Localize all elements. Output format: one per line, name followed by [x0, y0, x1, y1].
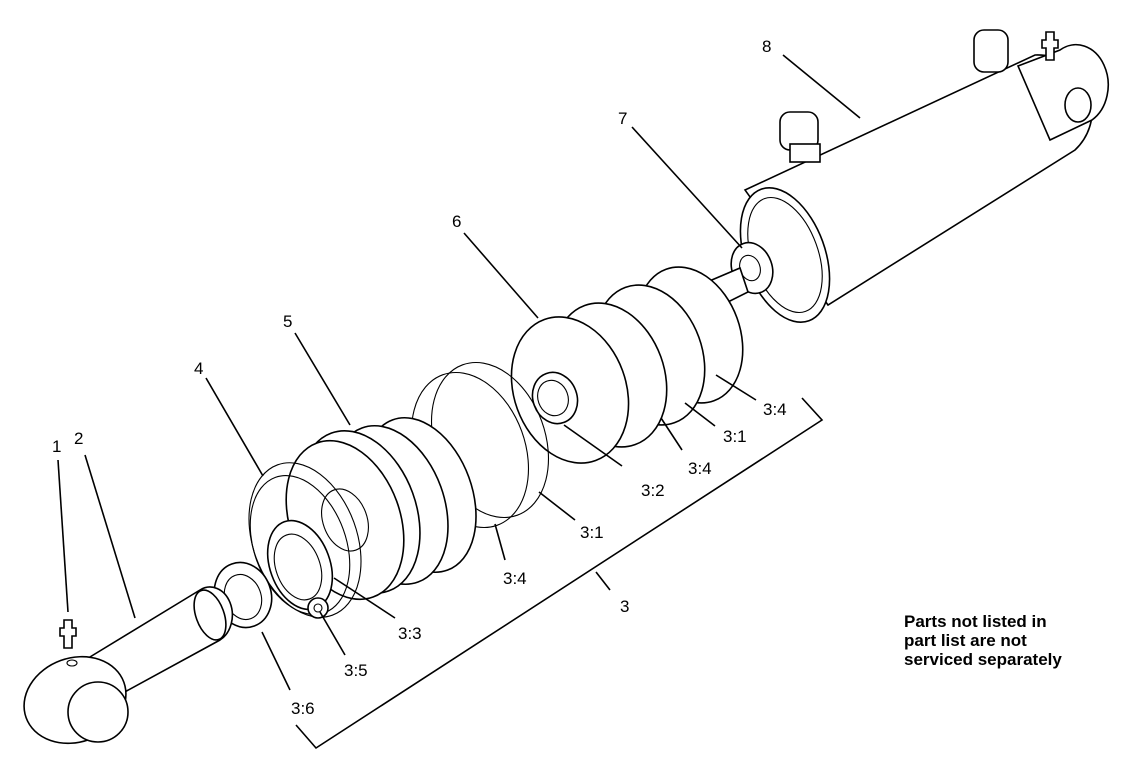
cylinder-barrel	[739, 29, 1110, 323]
callout-2: 2	[74, 429, 83, 448]
callout-labels: 1 2 4 5 6 7 8 3:4 3:1 3:4 3:2 3:1 3:4 3 …	[52, 37, 787, 718]
callout-3-4-top: 3:4	[763, 400, 787, 419]
callout-3-5: 3:5	[344, 661, 368, 680]
callout-3: 3	[620, 597, 629, 616]
leader-lines	[57, 54, 861, 750]
callout-3-3: 3:3	[398, 624, 422, 643]
service-note-line-3: serviced separately	[904, 650, 1062, 669]
service-note-line-1: Parts not listed in	[904, 612, 1047, 631]
piston-rod	[23, 586, 234, 745]
callout-1: 1	[52, 437, 61, 456]
retaining-ring	[248, 462, 362, 619]
callout-6: 6	[452, 212, 461, 231]
callout-3-4-low: 3:4	[503, 569, 527, 588]
service-note: Parts not listed in part list are not se…	[904, 612, 1124, 669]
callout-3-4-mid: 3:4	[688, 459, 712, 478]
callout-3-6: 3:6	[291, 699, 315, 718]
callout-5: 5	[283, 312, 292, 331]
callout-3-1-left: 3:1	[580, 523, 604, 542]
gland	[285, 416, 477, 601]
piston	[510, 266, 744, 464]
callout-4: 4	[194, 359, 203, 378]
service-note-line-2: part list are not	[904, 631, 1027, 650]
callout-7: 7	[618, 109, 627, 128]
callout-8: 8	[762, 37, 771, 56]
callout-3-2: 3:2	[641, 481, 665, 500]
callout-3-1-right: 3:1	[723, 427, 747, 446]
